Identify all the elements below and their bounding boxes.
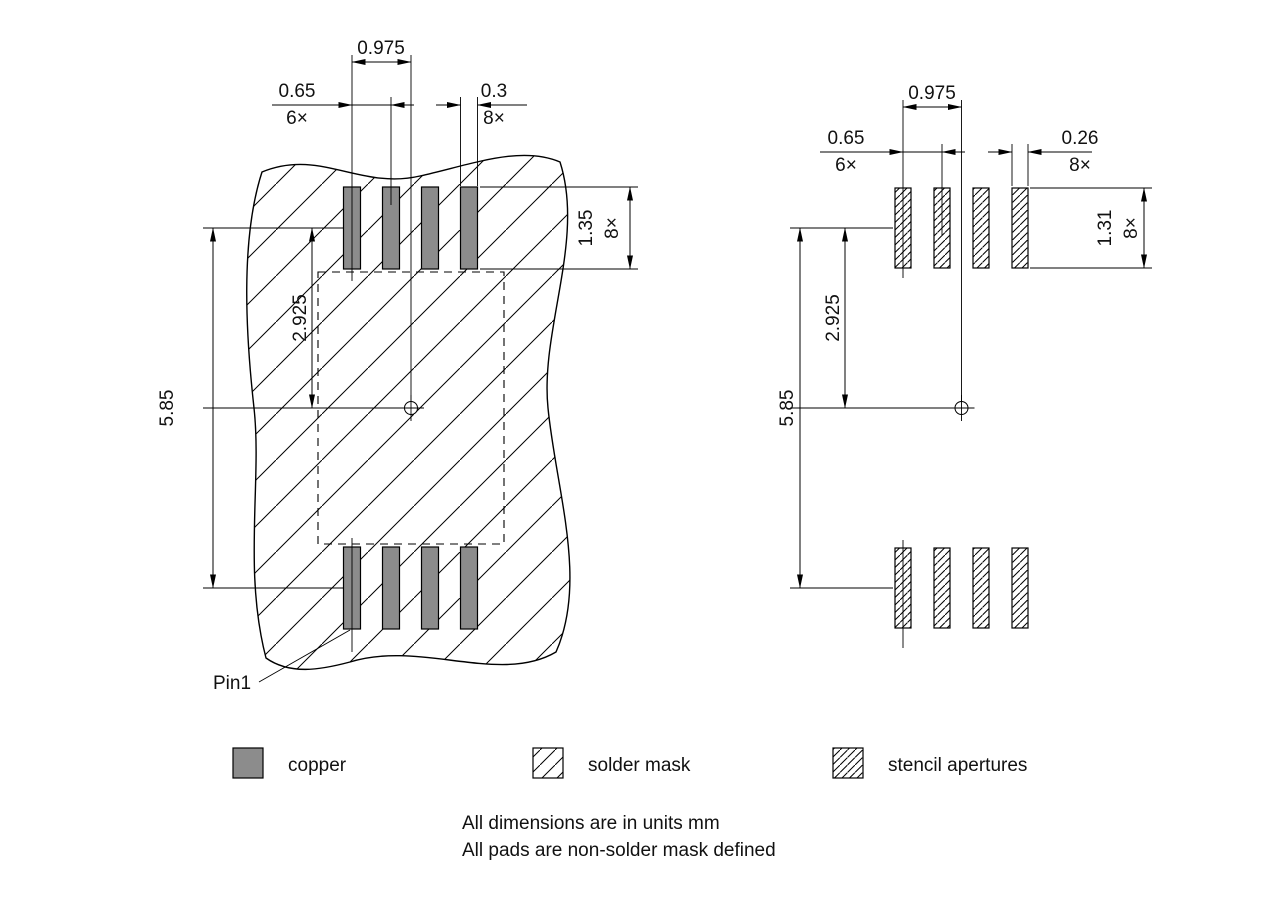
- copper-pad: [459, 546, 479, 630]
- copper-pad: [420, 546, 440, 630]
- stencil-swatch: [832, 747, 864, 779]
- copper-pads: [342, 186, 479, 630]
- dim-aperture-height-label: 1.31: [1095, 210, 1116, 247]
- legend-copper-label: copper: [288, 755, 347, 776]
- right-view: 0.975 0.65 6× 0.26 8× 1.31 8× 2.925 5.85: [777, 83, 1152, 648]
- pin1-callout: Pin1: [213, 629, 351, 694]
- note-mask-defined: All pads are non-solder mask defined: [462, 840, 776, 861]
- dim-aperture-width-qty: 8×: [1069, 155, 1091, 176]
- legend-stencil-label: stencil apertures: [888, 755, 1027, 776]
- center-mark: [398, 395, 424, 421]
- dim-pitch-label: 0.65: [279, 81, 316, 102]
- dim-pitch: 0.65 6×: [272, 81, 414, 129]
- dim-pitch-offset: 0.975: [351, 38, 412, 65]
- dim-pitch-label: 0.65: [828, 128, 865, 149]
- component-body-dashed-outline: [317, 271, 505, 545]
- copper-pad: [420, 186, 440, 270]
- dim-pad-height-label: 1.35: [576, 210, 597, 247]
- dim-pad-width-label: 0.3: [481, 81, 507, 102]
- notes: All dimensions are in units mm All pads …: [462, 813, 776, 861]
- stencil-aperture: [933, 547, 951, 629]
- dim-row-span: 5.85: [157, 227, 216, 589]
- note-units: All dimensions are in units mm: [462, 813, 720, 834]
- extension-lines: [790, 100, 1152, 648]
- solder-mask-swatch: [532, 747, 564, 779]
- dim-pitch: 0.65 6×: [820, 128, 965, 176]
- stencil-aperture: [972, 547, 990, 629]
- legend-item-stencil: stencil apertures: [832, 747, 1027, 779]
- stencil-aperture: [1011, 547, 1029, 629]
- dim-pitch-offset-label: 0.975: [357, 38, 405, 59]
- copper-swatch: [232, 747, 264, 779]
- dim-aperture-height-qty: 8×: [1121, 217, 1142, 239]
- dim-pad-height-qty: 8×: [602, 217, 623, 239]
- dim-aperture-height: 1.31 8×: [1095, 187, 1147, 269]
- dim-row-to-center: 2.925: [290, 227, 315, 409]
- dim-aperture-width: 0.26 8×: [988, 128, 1098, 176]
- dim-pitch-offset-label: 0.975: [908, 83, 956, 104]
- legend: copper solder mask stencil apertures: [232, 747, 1027, 779]
- copper-pad: [381, 546, 401, 630]
- stencil-aperture: [972, 187, 990, 269]
- center-mark: [948, 395, 975, 421]
- dim-pitch-qty: 6×: [835, 155, 857, 176]
- dim-pitch-offset: 0.975: [902, 83, 962, 110]
- pin1-label: Pin1: [213, 673, 251, 694]
- legend-item-solder-mask: solder mask: [532, 747, 691, 779]
- dim-row-to-center-label: 2.925: [823, 294, 844, 342]
- dim-row-to-center-label: 2.925: [290, 294, 311, 342]
- legend-item-copper: copper: [232, 747, 347, 779]
- dim-row-span: 5.85: [777, 227, 803, 589]
- left-view: 0.975 0.65 6× 0.3 8× 1.35 8× 2.925 5.85: [157, 38, 638, 694]
- dim-aperture-width-label: 0.26: [1062, 128, 1099, 149]
- dim-row-span-label: 5.85: [157, 390, 178, 427]
- copper-pad: [459, 186, 479, 270]
- dim-pad-height: 1.35 8×: [576, 186, 633, 270]
- dim-row-span-label: 5.85: [777, 390, 798, 427]
- dim-pad-width-qty: 8×: [483, 108, 505, 129]
- stencil-aperture: [1011, 187, 1029, 269]
- extension-lines: [203, 55, 638, 652]
- legend-solder-mask-label: solder mask: [588, 755, 691, 776]
- dim-row-to-center: 2.925: [823, 227, 848, 409]
- dim-pad-width: 0.3 8×: [436, 81, 527, 129]
- stencil-apertures: [894, 187, 1029, 629]
- dim-pitch-qty: 6×: [286, 108, 308, 129]
